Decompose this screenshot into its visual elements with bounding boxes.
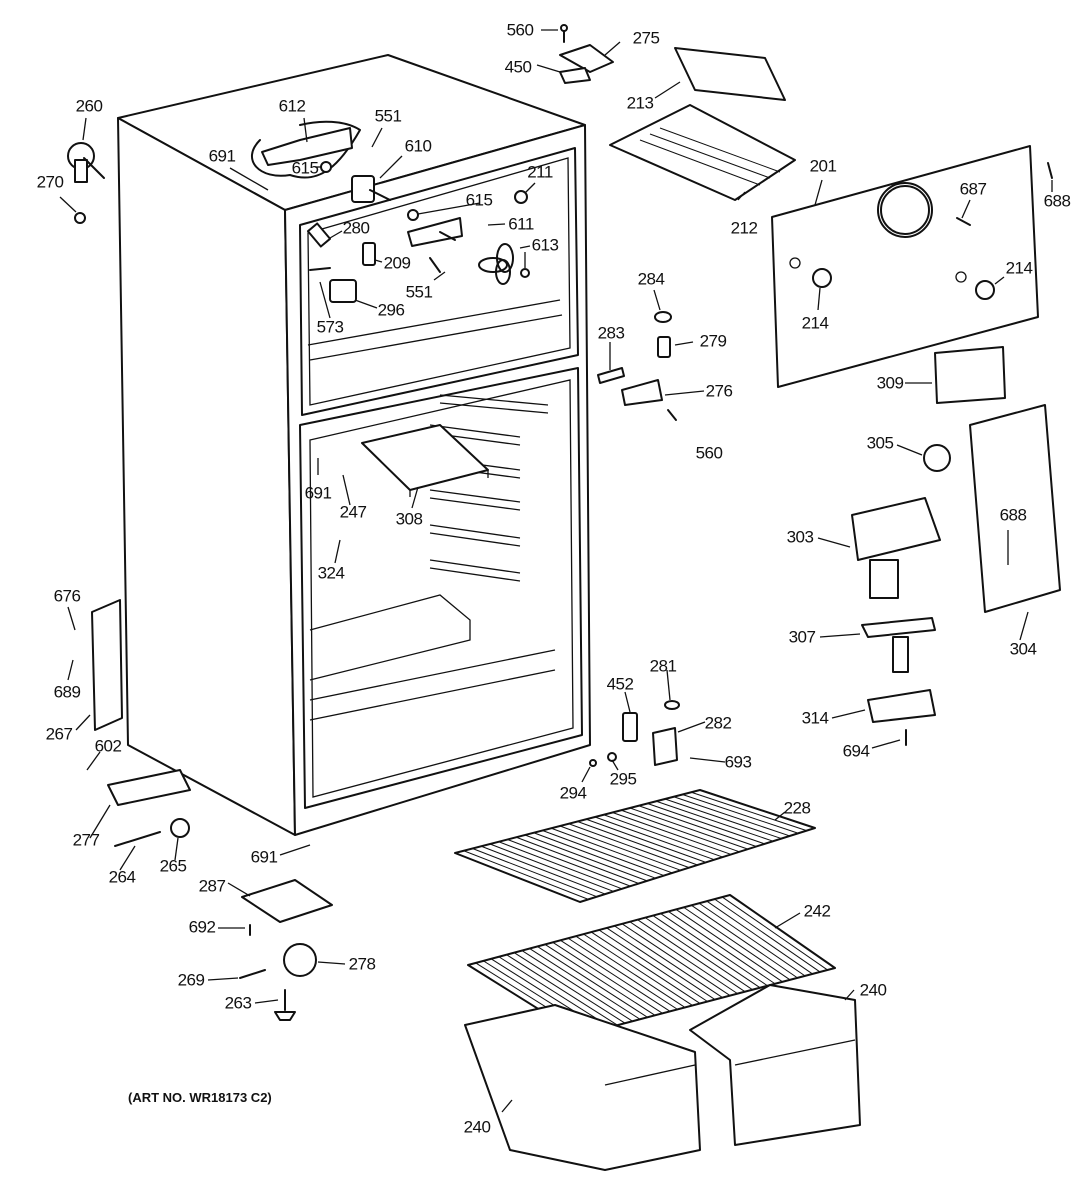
label-303: 303 [786, 527, 814, 547]
label-615: 615 [465, 190, 493, 210]
label-309: 309 [876, 373, 904, 393]
label-281: 281 [649, 656, 677, 676]
label-211: 211 [527, 162, 553, 182]
label-267: 267 [45, 724, 73, 744]
wire-shelf [454, 789, 816, 903]
label-242: 242 [803, 901, 831, 921]
label-691-mid: 691 [304, 483, 332, 503]
label-612: 612 [278, 96, 306, 116]
label-263: 263 [224, 993, 252, 1013]
label-213: 213 [626, 93, 654, 113]
label-689: 689 [53, 682, 81, 702]
label-282: 282 [704, 713, 732, 733]
label-264: 264 [108, 867, 136, 887]
label-551: 551 [405, 282, 433, 302]
label-269: 269 [177, 970, 205, 990]
lower-hinge-parts [589, 700, 680, 767]
label-209: 209 [383, 253, 411, 273]
label-284: 284 [637, 269, 665, 289]
label-611: 611 [508, 214, 534, 234]
evaporator-cover-panel [771, 145, 1053, 404]
label-692: 692 [188, 917, 216, 937]
label-278: 278 [348, 954, 376, 974]
label-308: 308 [395, 509, 423, 529]
label-260: 260 [75, 96, 103, 116]
label-212: 212 [730, 218, 758, 238]
label-688-mid: 688 [999, 505, 1027, 525]
label-295: 295 [609, 769, 637, 789]
label-228: 228 [783, 798, 811, 818]
label-287: 287 [198, 876, 226, 896]
label-688-top: 688 [1043, 191, 1071, 211]
label-275: 275 [632, 28, 660, 48]
label-280: 280 [342, 218, 370, 238]
dispenser-parts [851, 404, 1061, 746]
label-314: 314 [801, 708, 829, 728]
label-277: 277 [72, 830, 100, 850]
label-691-bottom: 691 [250, 847, 278, 867]
label-573: 573 [316, 317, 344, 337]
label-560: 560 [506, 20, 534, 40]
label-283: 283 [597, 323, 625, 343]
label-270: 270 [36, 172, 64, 192]
label-694: 694 [842, 741, 870, 761]
label-691-top: 691 [208, 146, 236, 166]
top-hinge [559, 24, 614, 84]
label-305: 305 [866, 433, 894, 453]
label-615-top: 615 [291, 158, 319, 178]
ice-tray-and-rack [609, 47, 796, 201]
label-304: 304 [1009, 639, 1037, 659]
label-551-top: 551 [374, 106, 402, 126]
label-276: 276 [705, 381, 733, 401]
label-201: 201 [809, 156, 837, 176]
label-307: 307 [788, 627, 816, 647]
label-452: 452 [606, 674, 634, 694]
leader-lines [59, 29, 1053, 1113]
label-324: 324 [317, 563, 345, 583]
freezer-components [250, 120, 530, 303]
cabinet [117, 54, 591, 836]
label-450: 450 [504, 57, 532, 77]
label-240-left: 240 [463, 1117, 491, 1137]
label-214-left: 214 [801, 313, 829, 333]
label-602: 602 [94, 736, 122, 756]
crisper-drawers [464, 984, 861, 1171]
label-613: 613 [531, 235, 559, 255]
label-294: 294 [559, 783, 587, 803]
center-hinge-parts [597, 311, 677, 421]
label-687: 687 [959, 179, 987, 199]
label-693: 693 [724, 752, 752, 772]
art-number-caption: (ART NO. WR18173 C2) [128, 1090, 272, 1105]
label-240-right: 240 [859, 980, 887, 1000]
label-247: 247 [339, 502, 367, 522]
label-279: 279 [699, 331, 727, 351]
label-296: 296 [377, 300, 405, 320]
label-676: 676 [53, 586, 81, 606]
label-214-right: 214 [1005, 258, 1033, 278]
label-265: 265 [159, 856, 187, 876]
left-lower-parts [91, 599, 333, 1021]
label-610: 610 [404, 136, 432, 156]
left-top-parts [67, 142, 105, 224]
label-560-mid: 560 [695, 443, 723, 463]
